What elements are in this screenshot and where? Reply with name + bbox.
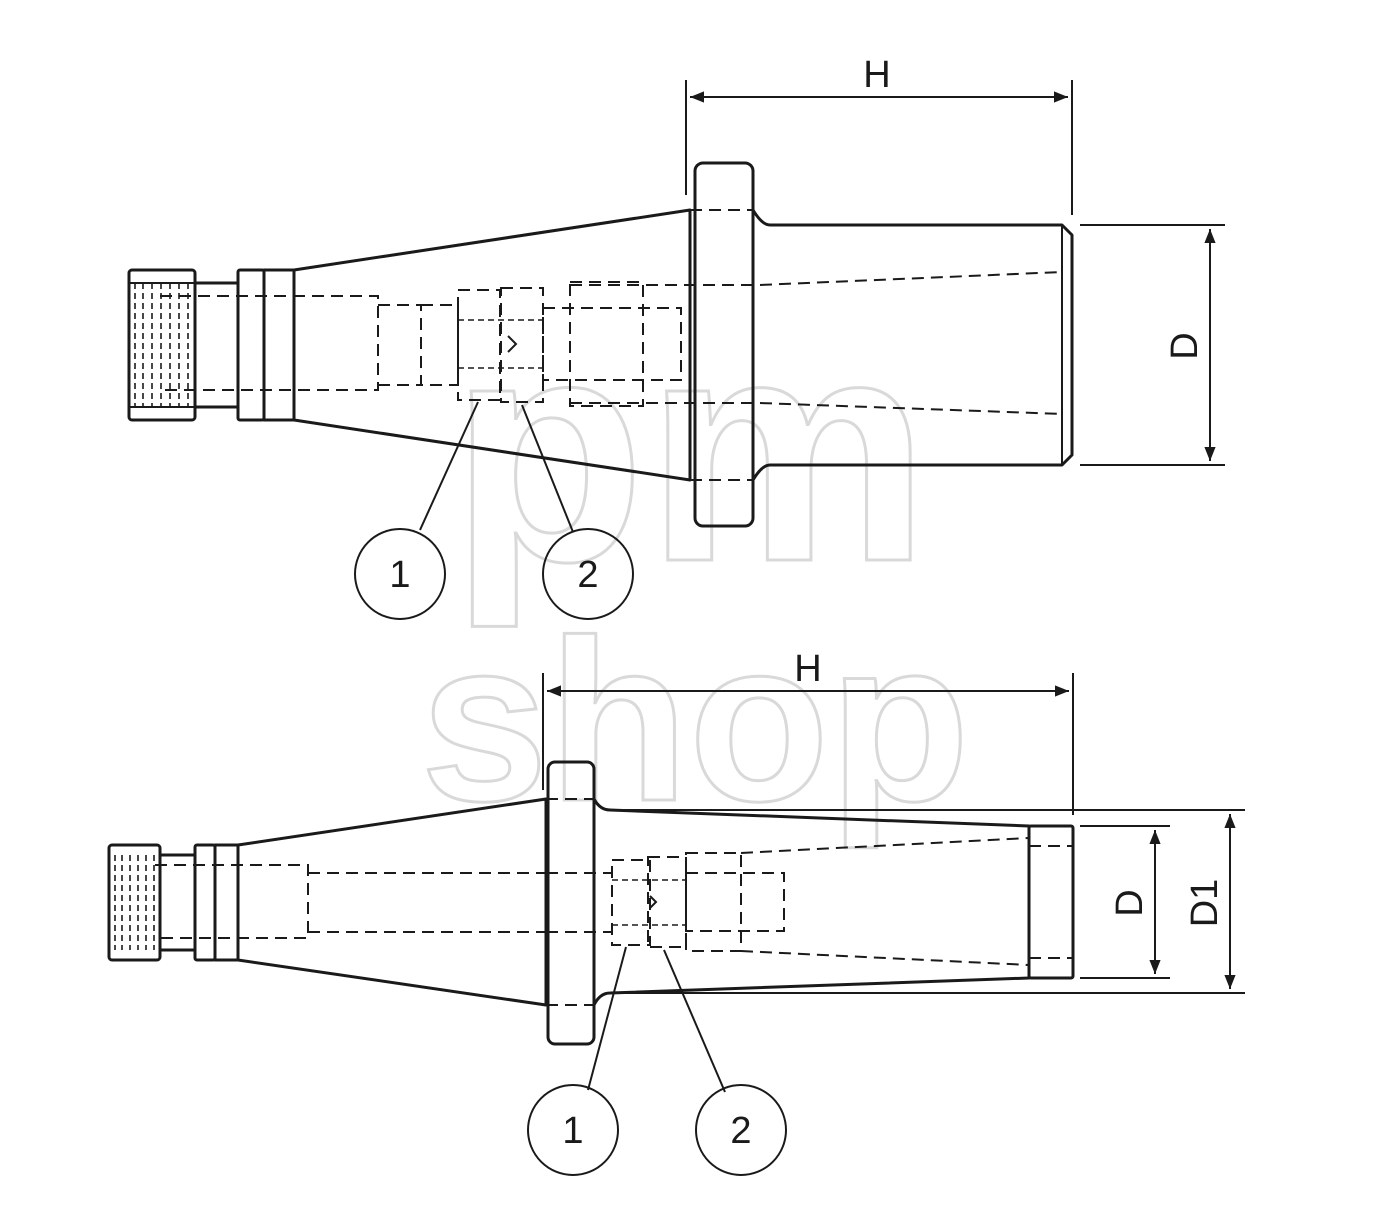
bottom-dimension-d1: D1 (610, 809, 1245, 994)
top-flange (693, 161, 755, 528)
bottom-collet-nut (107, 843, 162, 962)
bottom-d1-label: D1 (1184, 879, 1226, 928)
top-d-label: D (1164, 332, 1206, 359)
top-callouts: 1 2 (354, 401, 634, 620)
top-shank (751, 209, 1074, 481)
bottom-flange (546, 760, 596, 1046)
bottom-callout-1: 1 (562, 1110, 583, 1152)
bottom-dimension-d: D (1080, 825, 1170, 979)
top-callout-1: 1 (389, 554, 410, 596)
top-collar (236, 268, 266, 422)
bottom-hidden-bores (155, 798, 1073, 1006)
bottom-callout-2-circle (695, 1084, 787, 1176)
watermark-shop: shop (420, 592, 969, 849)
bottom-collar (193, 843, 217, 962)
bottom-d-label: D (1109, 889, 1151, 916)
bottom-h-label: H (794, 648, 821, 690)
bottom-callout-2: 2 (730, 1110, 751, 1152)
bottom-callout-1-circle (527, 1084, 619, 1176)
top-hidden-bores (160, 209, 1063, 481)
top-dimension-d: D (1080, 224, 1225, 466)
top-h-label: H (863, 54, 890, 96)
top-tool-holder (127, 161, 1074, 528)
bottom-dimension-h: H (542, 648, 1074, 815)
top-collet-nut (127, 268, 197, 422)
top-dimension-h: H (685, 54, 1073, 215)
top-collar-step (262, 268, 296, 422)
top-callout-2-circle (542, 528, 634, 620)
bottom-tool-holder (107, 760, 1075, 1046)
bottom-collet-nut-knurl (114, 855, 155, 950)
bottom-collar-step (213, 843, 240, 962)
bottom-neck (158, 853, 197, 952)
bottom-shank-tip (1027, 824, 1075, 980)
top-callout-1-circle (354, 528, 446, 620)
top-neck (193, 281, 240, 409)
top-callout-2: 2 (577, 554, 598, 596)
bottom-callouts: 1 2 (527, 946, 787, 1176)
top-collet-nut-knurl (129, 282, 195, 408)
